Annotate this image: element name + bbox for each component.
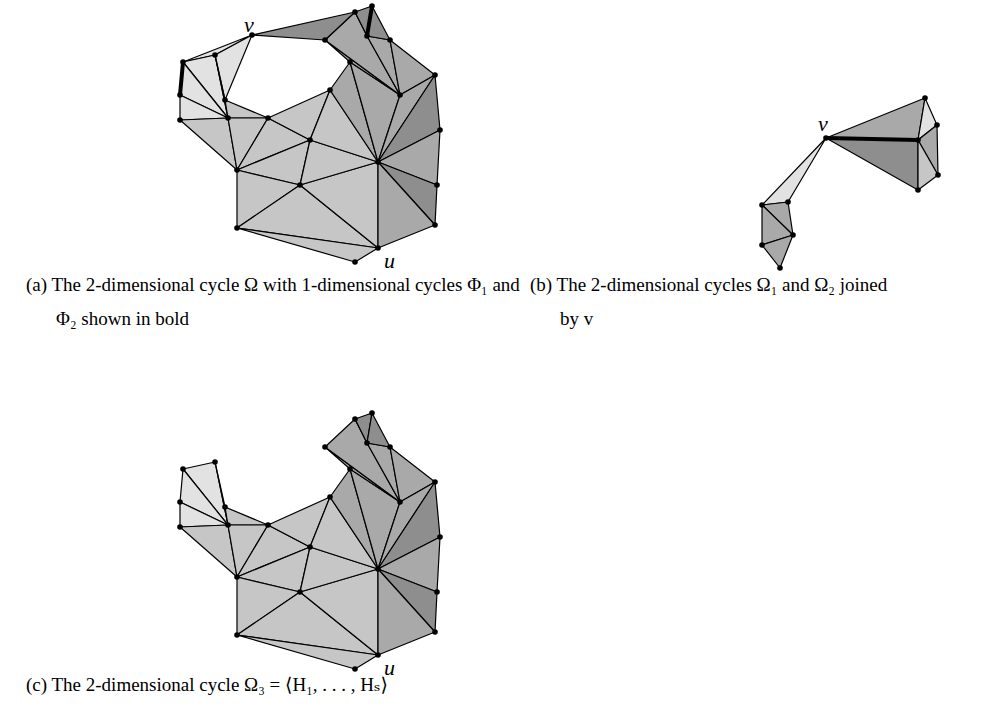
vertex-dot (352, 416, 358, 422)
cycle-face (225, 100, 268, 118)
vertex-dot (397, 499, 403, 505)
vertex-dot (177, 92, 183, 98)
vertex-dot (352, 259, 358, 265)
vertex-dot (777, 265, 783, 271)
vertex-dot (322, 37, 328, 43)
vertex-dot (432, 629, 438, 635)
cycle-face (378, 569, 435, 655)
cycle-face (367, 413, 390, 447)
bold-cycle-edge (367, 6, 372, 36)
vertex-dot (265, 115, 271, 121)
cycle-face (367, 6, 390, 40)
panel-caption: (b) The 2-dimensional cycles Ω₁ and Ω₂ j… (530, 268, 890, 336)
vertex-dot (790, 232, 796, 238)
cycle-face (180, 95, 228, 120)
vertex-dot (234, 167, 240, 173)
vertex-dot (297, 182, 303, 188)
vertex-dot (915, 137, 921, 143)
vertex-dot (352, 9, 358, 15)
vertex-dot (364, 33, 370, 39)
vertex-dot (934, 122, 940, 128)
vertex-dot (375, 566, 381, 572)
bold-cycle-edge (826, 138, 918, 140)
cycle-face (826, 138, 918, 190)
vertex-dot (225, 522, 231, 528)
vertex-dot (375, 652, 381, 658)
vertex-dot (387, 444, 393, 450)
panel-caption: (a) The 2-dimensional cycle Ω with 1-dim… (26, 268, 526, 336)
vertex-dot (437, 534, 443, 540)
vertex-dot (434, 589, 440, 595)
vertex-label: v (818, 113, 828, 135)
vertex-dot (347, 59, 353, 65)
cycle-face (762, 138, 826, 205)
vertex-dot (759, 242, 765, 248)
vertex-dot (222, 97, 228, 103)
vertex-dot (234, 632, 240, 638)
panel-caption: (c) The 2-dimensional cycle Ω₃ = ⟨H₁, . … (26, 668, 616, 702)
vertex-dot (432, 72, 438, 78)
bold-cycle-edge (180, 62, 183, 95)
vertex-dot (322, 444, 328, 450)
vertex-dot (364, 440, 370, 446)
vertex-dot (177, 499, 183, 505)
vertex-dot (307, 544, 313, 550)
vertex-dot (352, 666, 358, 672)
vertex-dot (387, 37, 393, 43)
vertex-dot (437, 127, 443, 133)
cycle-face (237, 635, 378, 669)
vertex-dot (347, 466, 353, 472)
vertex-dot (297, 589, 303, 595)
vertex-dot (759, 202, 765, 208)
vertex-dot (823, 135, 829, 141)
cycle-face (237, 228, 378, 262)
cycle-face (215, 35, 252, 100)
vertex-dot (212, 459, 218, 465)
vertex-dot (327, 494, 333, 500)
vertex-dot (180, 59, 186, 65)
vertex-dot (307, 137, 313, 143)
cycle-face (826, 98, 925, 140)
vertex-dot (935, 172, 941, 178)
vertex-dot (212, 52, 218, 58)
vertex-dot (397, 92, 403, 98)
vertex-dot (432, 222, 438, 228)
vertex-dot (375, 245, 381, 251)
vertex-dot (234, 574, 240, 580)
cycle-face (252, 12, 355, 40)
cycle-face (180, 118, 237, 170)
vertex-dot (225, 115, 231, 121)
vertex-dot (265, 522, 271, 528)
vertex-dot (785, 199, 791, 205)
cycle-face (918, 140, 938, 190)
cycle-face (355, 6, 372, 36)
vertex-dot (234, 225, 240, 231)
vertex-dot (434, 182, 440, 188)
vertex-label: v (244, 14, 254, 36)
cycle-face (180, 502, 228, 527)
vertex-dot (432, 479, 438, 485)
vertex-dot (327, 87, 333, 93)
vertex-dot (222, 504, 228, 510)
vertex-dot (922, 95, 928, 101)
cycle-face (762, 235, 793, 268)
vertex-dot (915, 187, 921, 193)
vertex-label: u (384, 250, 395, 272)
vertex-dot (369, 3, 375, 9)
vertex-dot (177, 524, 183, 530)
vertex-dot (369, 410, 375, 416)
vertex-dot (177, 117, 183, 123)
vertex-dot (375, 159, 381, 165)
cycle-face (378, 162, 435, 248)
vertex-dot (180, 466, 186, 472)
cycle-face (180, 525, 237, 577)
cycle-face (225, 507, 268, 525)
